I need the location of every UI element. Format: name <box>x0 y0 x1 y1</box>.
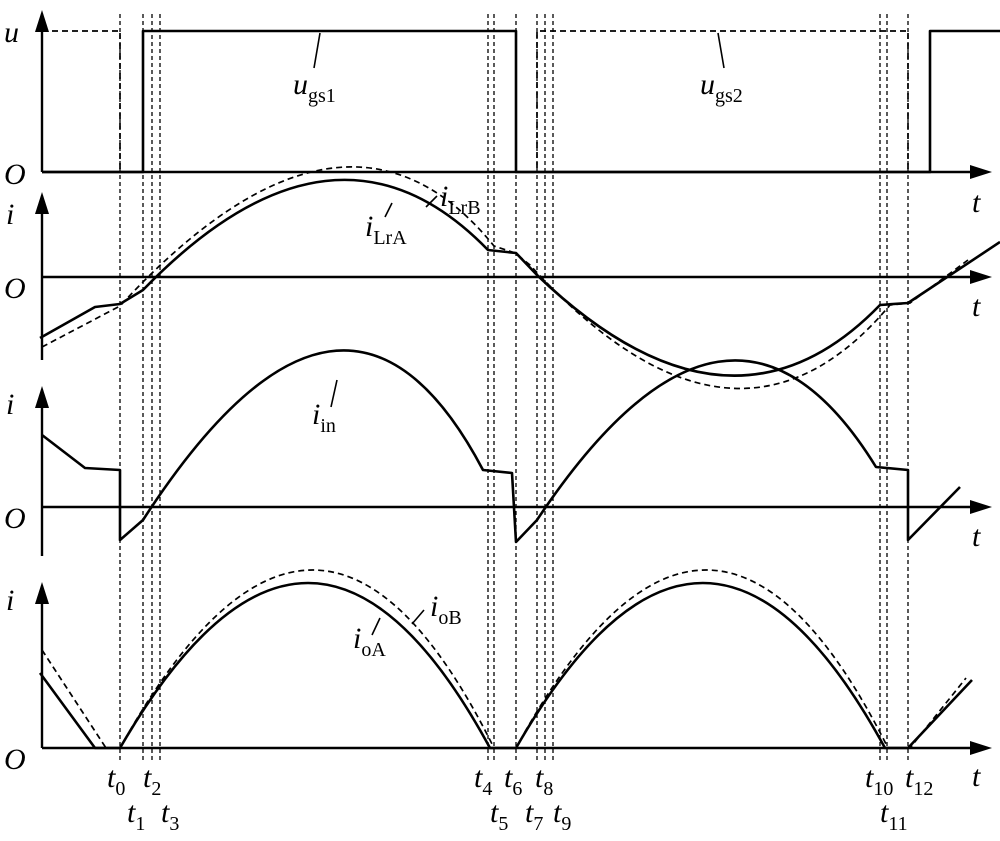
ugs1-leader <box>313 32 321 69</box>
t7-label: t7 <box>525 796 543 835</box>
y-axis-label: i <box>6 198 14 231</box>
ioA-waveform <box>38 581 973 750</box>
y-axis-arrow <box>35 192 49 214</box>
panel-gate-signals: u O t ugs1 ugs2 <box>4 10 1000 219</box>
ioB-label: ioB <box>430 590 462 629</box>
ugs1-waveform <box>42 29 1000 174</box>
origin-label: O <box>4 502 26 535</box>
y-axis-arrow <box>35 582 49 604</box>
ugs2-label: ugs2 <box>700 68 743 107</box>
x-axis-arrow <box>970 500 992 514</box>
x-axis-label: t <box>972 760 981 793</box>
time-marker-lines <box>119 14 909 760</box>
iin-waveform <box>41 349 961 544</box>
x-axis-arrow <box>970 741 992 755</box>
x-axis-label: t <box>972 520 981 553</box>
t12-label: t12 <box>905 761 933 800</box>
y-axis-arrow <box>35 386 49 408</box>
y-axis-label: u <box>4 16 19 49</box>
t3-label: t3 <box>161 796 179 835</box>
x-axis-label: t <box>972 290 981 323</box>
ioA-leader <box>371 617 381 636</box>
t5-label: t5 <box>490 796 508 835</box>
panel-input-current: i O t iin <box>4 349 992 556</box>
origin-label: O <box>4 743 26 776</box>
x-axis-arrow <box>970 165 992 179</box>
t6-label: t6 <box>504 761 522 800</box>
ugs1-label: ugs1 <box>293 68 336 107</box>
t1-label: t1 <box>127 796 145 835</box>
iin-label: iin <box>312 398 336 437</box>
time-marker-labels: t0 t1 t2 t3 t4 t5 t6 t7 t8 t9 t10 t11 t1… <box>107 761 933 835</box>
t9-label: t9 <box>553 796 571 835</box>
iLrB-waveform <box>41 166 969 390</box>
origin-label: O <box>4 272 26 305</box>
panel-resonant-currents: i O t iLrA iLrB <box>4 166 1000 390</box>
ioB-waveform <box>41 569 967 749</box>
y-axis-label: i <box>6 584 14 617</box>
panel-output-currents: i O t ioA ioB <box>4 569 992 793</box>
t4-label: t4 <box>474 761 492 800</box>
origin-label: O <box>4 158 26 191</box>
ioB-leader <box>411 609 425 625</box>
x-axis-label: t <box>972 186 981 219</box>
t0-label: t0 <box>107 761 125 800</box>
ioA-label: ioA <box>353 622 386 661</box>
t10-label: t10 <box>865 761 893 800</box>
iin-leader <box>330 379 338 408</box>
ugs2-waveform <box>42 30 909 173</box>
ugs2-leader <box>717 32 725 69</box>
iLrA-leader <box>384 202 393 218</box>
iLrA-label: iLrA <box>365 210 407 249</box>
t2-label: t2 <box>143 761 161 800</box>
x-axis-arrow <box>970 270 992 284</box>
iLrA-waveform <box>39 178 1000 377</box>
t11-label: t11 <box>880 796 908 835</box>
iLrB-label: iLrB <box>440 180 481 219</box>
t8-label: t8 <box>535 761 553 800</box>
iLrB-leader <box>425 195 438 208</box>
y-axis-label: i <box>6 388 14 421</box>
y-axis-arrow <box>35 10 49 32</box>
